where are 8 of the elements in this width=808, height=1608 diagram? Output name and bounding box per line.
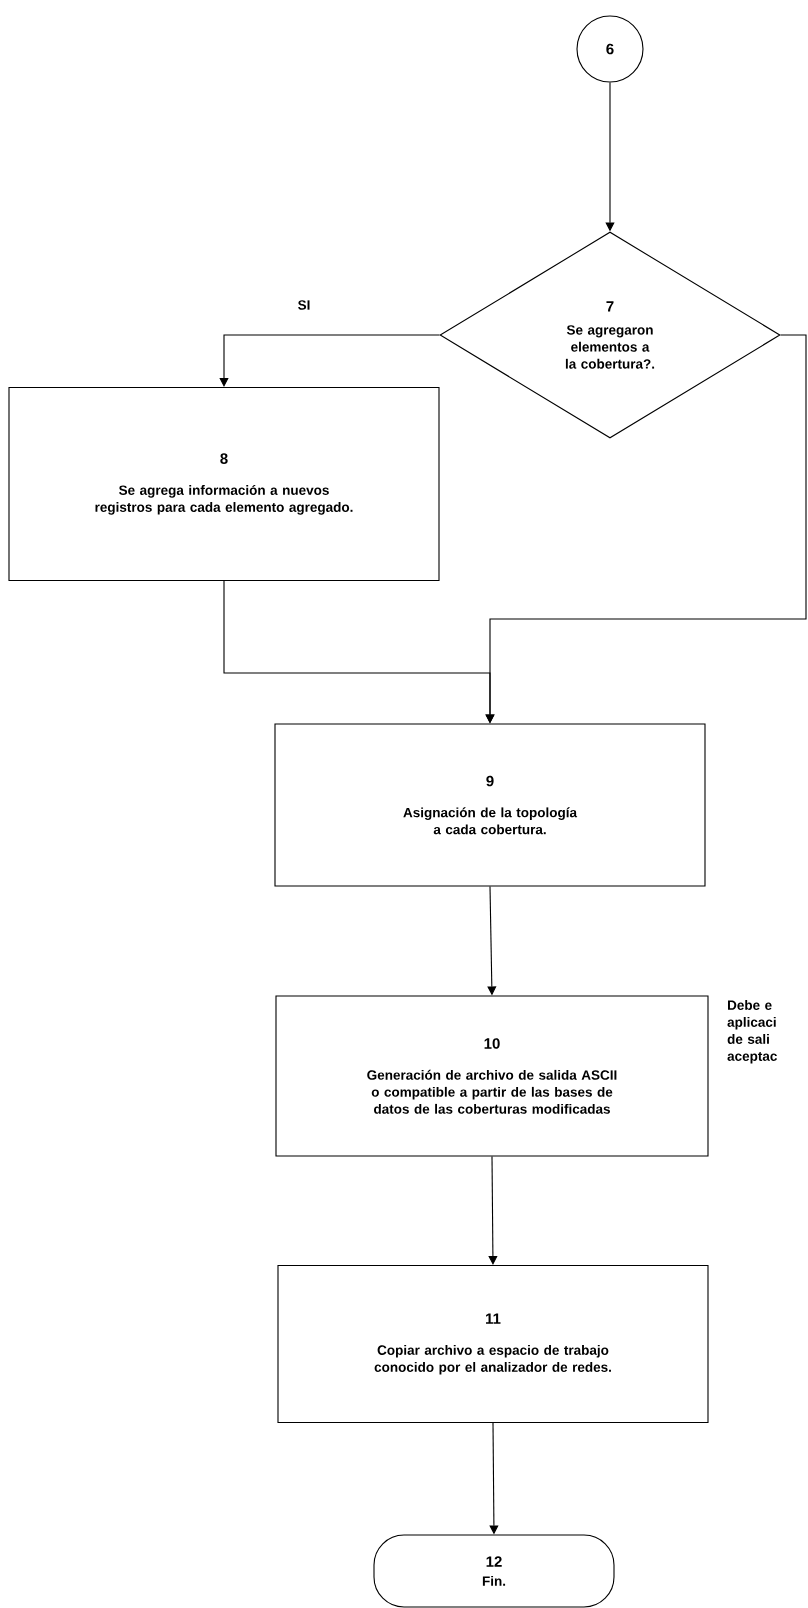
- arrow: [488, 1156, 498, 1265]
- process-box: 10 Generación de archivo de salida ASCII o compatible a partir de las bases de datos de las coberturas modificadas: [275, 995, 709, 1157]
- process-box: 11 Copiar archivo a espacio de trabajo conocido por el analizador de redes.: [277, 1264, 709, 1424]
- note-text: Debe e aplicaci de sali aceptac: [727, 1000, 777, 1064]
- process-box: 9 Asignación de la topología a cada cobertura.: [274, 723, 706, 887]
- process-box: 8 Se agrega información a nuevos registros para cada elemento agregado.: [8, 386, 440, 582]
- arrow: [219, 334, 440, 387]
- edge-label: SI: [296, 299, 312, 311]
